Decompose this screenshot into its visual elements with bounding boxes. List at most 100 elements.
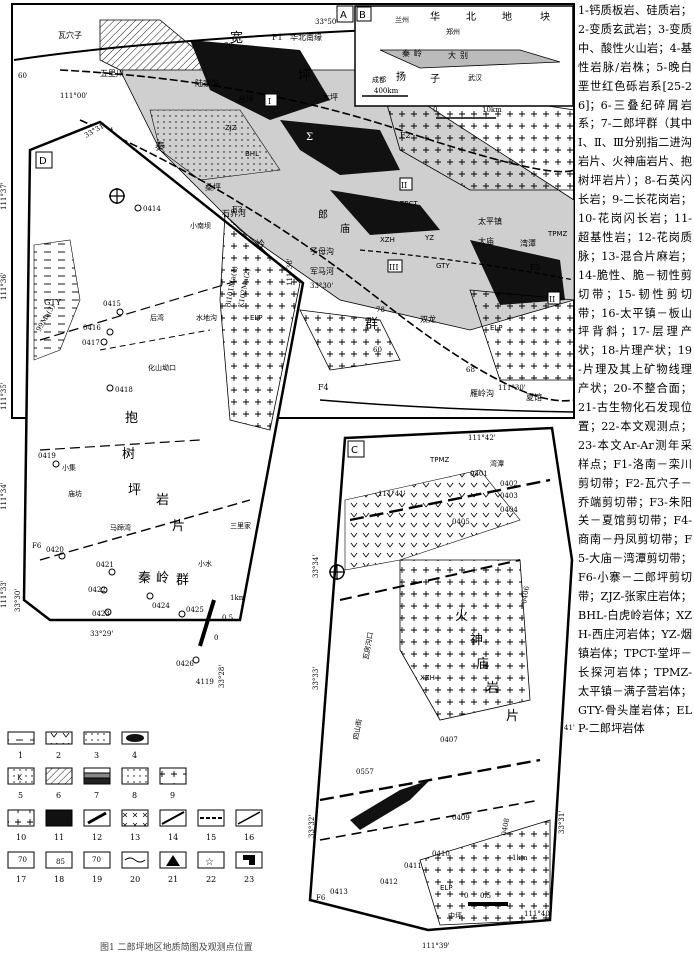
sample-0417: 0417 xyxy=(82,339,100,347)
place-lujiagou: 陆家沟 xyxy=(195,78,219,88)
fault-f2-label: F2 xyxy=(400,131,411,140)
legend-16-line xyxy=(237,811,261,825)
legend-7a-swatch xyxy=(83,767,111,774)
sample-0424: 0424 xyxy=(152,602,170,610)
map-a-ultrabasic-body-3 xyxy=(330,190,440,235)
legend-8-swatch xyxy=(121,767,149,785)
place-wantan: 湾潭 xyxy=(520,238,536,248)
dip-a-5: 60 xyxy=(373,346,382,354)
dip-a-6: 68 xyxy=(466,366,475,374)
fault-f3-label: F3 xyxy=(232,205,243,214)
legend-num-15: 15 xyxy=(206,833,216,842)
map-d-sanlijia: 三里家 xyxy=(230,521,251,530)
map-a-granite-body-3 xyxy=(299,309,401,371)
legend-num-8: 8 xyxy=(132,791,137,800)
coord-c-7: 111°40' xyxy=(524,910,552,918)
place-ping: 坪 xyxy=(298,69,311,84)
map-d-shuidigou: 水地沟 xyxy=(196,313,217,322)
map-b-badge-text: B xyxy=(359,10,366,21)
rock-sigma: Σ xyxy=(306,132,313,143)
unit-ii-label: II xyxy=(401,181,407,190)
coord-d-4: 111°35' xyxy=(0,382,8,410)
map-c-samples: 0401 0402 0403 0404 0405 0406 0407 0408 … xyxy=(330,470,531,896)
legend-6-swatch xyxy=(45,767,73,785)
sample-0413: 0413 xyxy=(330,888,348,896)
legend-num-23: 23 xyxy=(244,875,254,884)
map-a-fault-f4 xyxy=(319,399,575,413)
map-b-hua: 华 xyxy=(430,10,440,23)
rock-tpct: TPCT xyxy=(399,200,418,208)
map-d: D GTY 抱 树 坪 岩 片 秦 岭 群 小集 庙坊 马蹄湾 化山坳口 小南坝… xyxy=(0,120,305,688)
map-c-shen: 神 xyxy=(470,633,483,648)
sample-0410: 0410 xyxy=(432,850,450,858)
map-c-badge-text: C xyxy=(351,445,358,456)
sample-0404: 0404 xyxy=(500,506,518,514)
map-d-scale-0: 0 xyxy=(214,634,218,642)
map-d-xiaoji: 小集 xyxy=(62,463,76,472)
map-c-huo: 火 xyxy=(455,609,468,624)
map-a-fault-f1 xyxy=(13,29,373,61)
place-yanlinggou: 雁岭沟 xyxy=(470,388,494,398)
figure-caption: 图1 二郎坪地区地质简图及观测点位置 xyxy=(100,943,253,953)
map-c-fire-temple-granite xyxy=(399,559,531,721)
map-b-badge xyxy=(356,6,372,22)
dip-a-4: 78 xyxy=(376,306,385,314)
rock-yz: YZ xyxy=(424,234,434,242)
coord-d-9: 33°28' xyxy=(218,665,226,688)
legend-num-13: 13 xyxy=(130,833,140,842)
map-c-scale-0: 0 xyxy=(464,892,468,900)
legend-5-code: K xyxy=(17,774,23,782)
map-d-matiwan: 马蹄湾 xyxy=(110,523,131,532)
map-b-bei: 北 xyxy=(466,11,476,23)
sample-0412: 0412 xyxy=(380,878,398,886)
sample-0402: 0402 xyxy=(500,480,518,488)
map-d-ping: 坪 xyxy=(128,483,141,498)
place-junmahe: 军马河 xyxy=(310,266,334,276)
map-b-inset: B 兰州 郑州 秦 岭 大 别 扬 子 华 北 地 块 成都 武汉 400km xyxy=(354,5,574,107)
unit-ii-east-label: II xyxy=(549,295,555,304)
map-a-scale-0: 0 xyxy=(433,106,437,114)
place-daping: 大坪 xyxy=(322,92,338,102)
map-c-yan: 岩 xyxy=(486,681,499,696)
coord-c-5: 33°32' xyxy=(308,815,316,838)
map-b-scale: 400km xyxy=(374,87,399,95)
map-c-ultrabasic-lens xyxy=(350,780,430,830)
map-c-xzh: XZH xyxy=(420,674,435,682)
legend-13-swatch xyxy=(121,809,149,827)
map-d-yan: 岩 xyxy=(156,493,169,508)
place-kuan: 宽 xyxy=(230,30,243,46)
map-a-ultrabasic-body-4 xyxy=(470,240,565,305)
legend-num-20: 20 xyxy=(130,875,140,884)
map-c-badge xyxy=(347,440,365,458)
legend-num-9: 9 xyxy=(170,791,175,800)
map-d-ling: 岭 xyxy=(156,571,169,586)
sample-0403: 0403 xyxy=(500,492,518,500)
map-b-qin: 秦 xyxy=(402,48,410,58)
map-d-huashanaokou: 化山坳口 xyxy=(148,363,176,372)
map-d-pian: 片 xyxy=(172,519,185,534)
fault-name-label: 华北南缘 xyxy=(290,32,322,42)
coord-c-6: 33°31' xyxy=(558,811,566,834)
map-a-badge xyxy=(336,5,354,23)
sample-0426: 0426 xyxy=(176,660,194,668)
legend-num-22: 22 xyxy=(206,875,216,884)
coord-a-2: 111°00' xyxy=(60,92,88,100)
map-b-ling: 岭 xyxy=(414,48,422,58)
map-c: C 瓦房沟口 四山街 火 神 庙 岩 片 中坪 湾潭 TPMZ XZH ELP … xyxy=(308,426,575,950)
map-a-fault-f2 xyxy=(59,69,575,173)
map-c-zhongping: 中坪 xyxy=(448,911,462,920)
map-d-scale-1: 1km xyxy=(230,594,246,602)
map-a-ultrabasic-body-2 xyxy=(280,120,400,175)
unit-ii-box xyxy=(399,177,413,191)
legend-9-swatch xyxy=(159,767,187,785)
legend-3-swatch xyxy=(83,731,111,745)
place-lang: 郎 xyxy=(318,208,328,221)
map-d-elp: ELP xyxy=(250,314,263,322)
sample-4119: 4119 xyxy=(196,678,214,686)
coord-a-4: 111°30' xyxy=(498,384,526,392)
coord-d-10: 111°38' xyxy=(286,258,294,286)
coord-c-3: 33°34' xyxy=(312,555,320,578)
fault-f1-label: F1 xyxy=(272,33,283,42)
map-c-pian: 片 xyxy=(506,709,519,724)
map-c-elp: ELP xyxy=(440,884,453,892)
